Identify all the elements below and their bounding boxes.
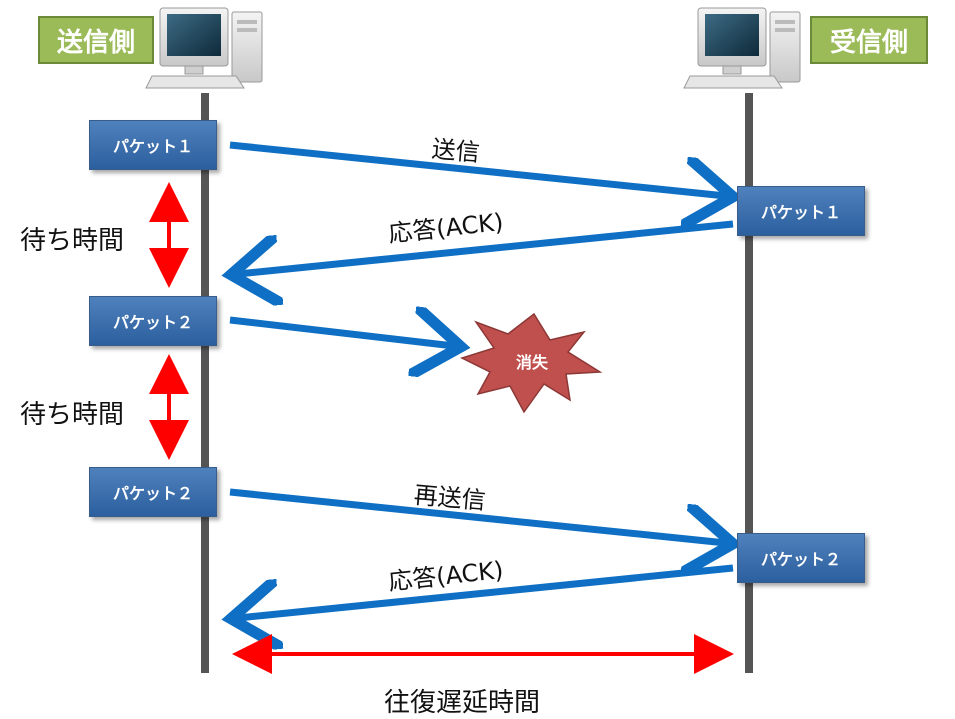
lost-burst-icon — [460, 312, 603, 414]
sender-packet-2-resend: パケット２ — [89, 467, 217, 517]
send-arrow — [229, 141, 726, 196]
sender-computer-icon — [145, 7, 263, 89]
rtt-label: 往復遅延時間 — [384, 688, 541, 718]
receiver-packet-2: パケット２ — [737, 533, 865, 583]
receiver-label: 受信側 — [810, 16, 928, 64]
sender-packet-2: パケット２ — [89, 296, 217, 346]
send-message-label: 送信 — [430, 134, 481, 168]
sender-packet-1: パケット１ — [89, 120, 217, 170]
resend-arrow — [229, 488, 726, 543]
ack1-arrow — [238, 220, 734, 274]
lost-label: 消失 — [516, 353, 549, 372]
sender-label: 送信側 — [38, 16, 154, 64]
wait-time-label-1: 待ち時間 — [20, 226, 125, 256]
resend-message-label: 再送信 — [412, 480, 487, 516]
wait-time-label-2: 待ち時間 — [20, 400, 125, 430]
receiver-packet-1: パケット１ — [737, 186, 865, 236]
receiver-computer-icon — [683, 7, 801, 89]
lost-packet-arrow — [229, 320, 454, 346]
receiver-lifeline — [745, 93, 753, 673]
sender-lifeline — [201, 93, 209, 673]
ack2-arrow — [238, 564, 734, 618]
